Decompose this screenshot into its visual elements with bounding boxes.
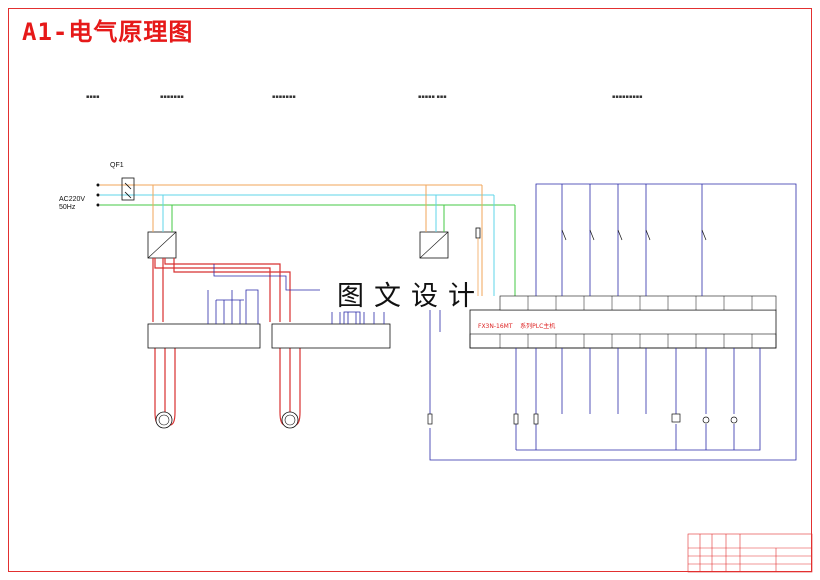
plc-model-label: FX3N-16MT 系列PLC主机: [478, 323, 556, 330]
drawing-border: [8, 8, 812, 572]
driver-z: [271, 323, 391, 349]
input-switches: [561, 229, 707, 241]
power-supply-2: [419, 185, 481, 296]
header-label: ▪▪▪▪▪▪▪: [160, 94, 184, 100]
drawing-title: A1-电气原理图: [22, 18, 194, 46]
driver-terminals: [207, 264, 385, 324]
plc-output-wiring: [515, 348, 761, 451]
power-supply-1: [147, 185, 177, 259]
power-bus: [100, 184, 516, 296]
driver-x: [147, 323, 261, 349]
motor-z: [281, 411, 299, 429]
motor-power-wiring: [152, 258, 301, 426]
watermark-text: 图文设计: [337, 281, 485, 312]
header-label: ▪▪▪▪▪ ▪▪▪: [418, 94, 447, 100]
plc-unit: [469, 295, 777, 349]
motor-x: [155, 411, 173, 429]
header-label: ▪▪▪▪▪▪▪▪▪: [612, 94, 643, 100]
header-label: ▪▪▪▪: [86, 94, 100, 100]
output-devices: [427, 413, 738, 425]
breaker-label: QF1: [110, 162, 124, 169]
title-block: [687, 533, 813, 573]
header-label: ▪▪▪▪▪▪▪: [272, 94, 296, 100]
breaker-qf1-symbol: [96, 177, 135, 207]
supply-frequency-label: 50Hz: [59, 204, 76, 211]
plc-input-wiring: [429, 183, 797, 461]
supply-voltage-label: AC220V: [59, 196, 86, 203]
